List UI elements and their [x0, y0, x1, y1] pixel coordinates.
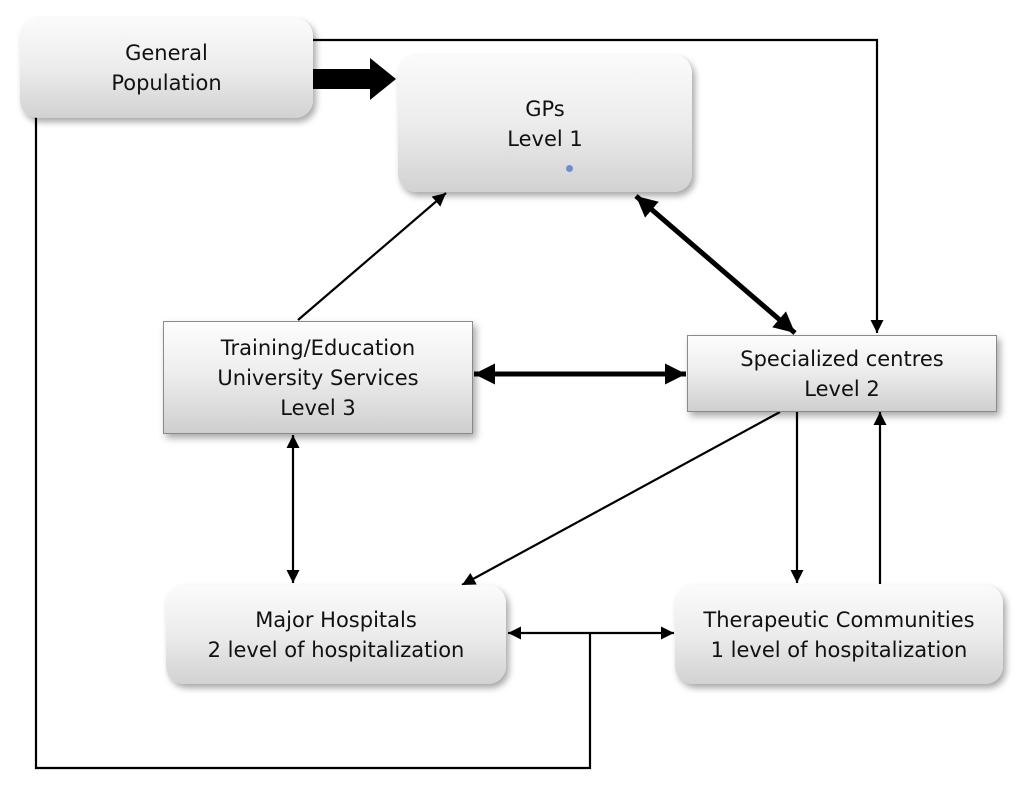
arrow-specialized-to-hospitals [461, 411, 781, 586]
arrow-population-to-gps [313, 58, 396, 100]
node-training-education: Training/Education University Services L… [163, 321, 473, 434]
node-general-population: General Population [20, 18, 313, 118]
general-population-line1: General [125, 41, 208, 65]
arrow-population-to-specialized [313, 38, 884, 333]
node-gps: GPs Level 1 [398, 55, 692, 192]
major-hospitals-line1: Major Hospitals [255, 607, 417, 632]
node-therapeutic-communities: Therapeutic Communities 1 level of hospi… [675, 585, 1003, 684]
node-major-hospitals: Major Hospitals 2 level of hospitalizati… [166, 585, 506, 684]
gps-line1: GPs [525, 96, 565, 121]
therapeutic-line2: 1 level of hospitalization [710, 637, 968, 662]
arrow-gps-specialized [634, 194, 797, 335]
training-line1: Training/Education [220, 335, 416, 360]
loop-population-to-hospitals [34, 116, 592, 770]
training-line3: Level 3 [280, 395, 356, 420]
specialized-line2: Level 2 [804, 376, 880, 401]
arrow-training-to-gps [297, 192, 447, 321]
therapeutic-line1: Therapeutic Communities [703, 607, 975, 632]
general-population-line2: Population [111, 71, 222, 95]
major-hospitals-line2: 2 level of hospitalization [207, 637, 465, 662]
node-specialized-centres: Specialized centres Level 2 [687, 335, 997, 412]
specialized-line1: Specialized centres [740, 346, 944, 371]
gps-marker-dot [566, 165, 573, 172]
training-line2: University Services [217, 365, 419, 390]
gps-line2: Level 1 [507, 126, 583, 151]
